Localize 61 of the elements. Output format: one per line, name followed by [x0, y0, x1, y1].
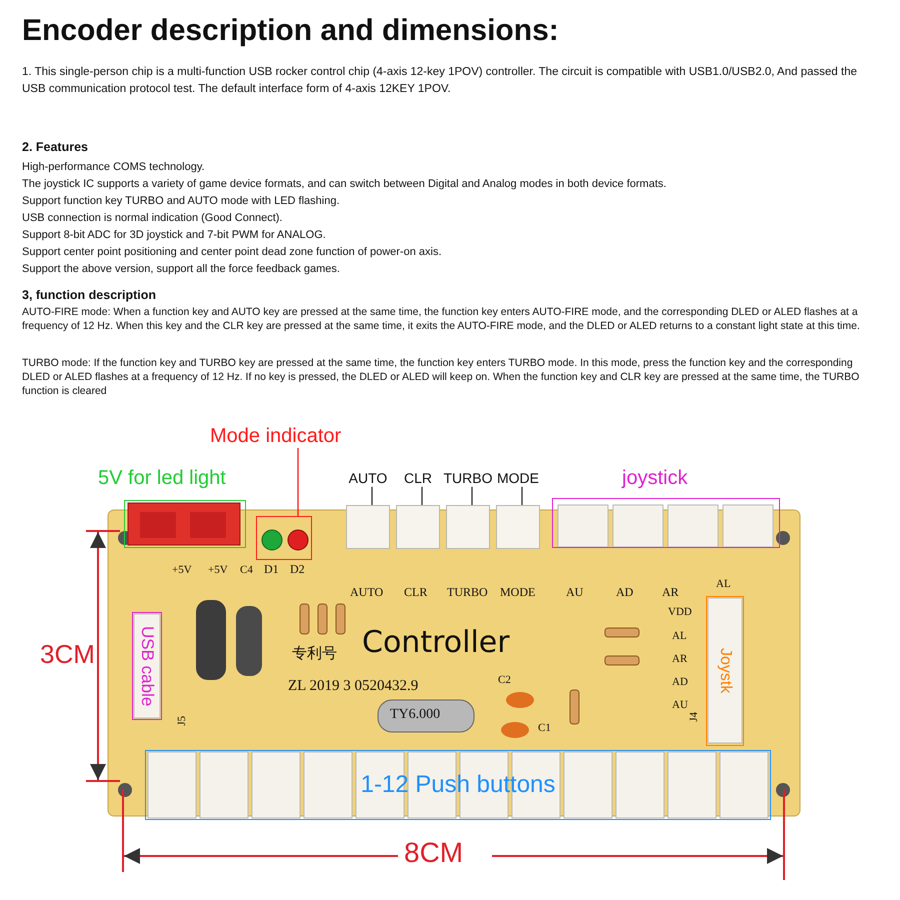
board-marking: AR	[672, 653, 688, 666]
annotation-label: AUTO	[343, 470, 393, 487]
board-marking: AL	[672, 630, 687, 642]
board-marking: +5V	[208, 564, 228, 576]
board-marking: AUTO	[350, 586, 384, 600]
connector	[346, 505, 390, 549]
board-marking: +5V	[172, 564, 192, 576]
page-title: Encoder description and dimensions:	[22, 14, 559, 48]
annotation-label: TURBO	[443, 470, 493, 487]
board-marking: AR	[662, 586, 679, 600]
leader-line	[371, 486, 373, 505]
dimension-label: 8CM	[404, 838, 464, 869]
board-marking: AD	[616, 586, 634, 600]
board-marking: 专利号	[292, 646, 337, 662]
board-marking: C2	[498, 674, 511, 686]
annotation-label: CLR	[393, 470, 443, 487]
highlight-frame	[256, 516, 312, 560]
board-marking: MODE	[500, 586, 536, 600]
paragraph: 1. This single-person chip is a multi-function USB rocker control chip (4-axis 12-key 1POV) controller. The circuit is compatible with USB1.0/USB2.0, And passed the USB communication protocol test. The default interface form of 4-axis 12KEY 1POV.	[22, 65, 858, 97]
feature-item: USB connection is normal indication (Good Connect).	[22, 211, 282, 226]
annotation-label: 5V for led light	[98, 466, 226, 490]
annotation-label: MODE	[493, 470, 543, 487]
paragraph: AUTO-FIRE mode: When a function key and AUTO key are pressed at the same time, the function key enters AUTO-FIRE mode, and the corresponding DLED or ALED flashes at a frequency of 12 Hz. When this key and the CLR key are pressed at the same time, it exits the AUTO-FIRE mode, and the DLED or ALED returns to a constant light state at this time.	[22, 305, 861, 334]
labeled-frame: 1-12 Push buttons	[145, 750, 771, 820]
feature-item: High-performance COMS technology.	[22, 160, 205, 175]
board-marking: AU	[672, 699, 688, 712]
leader-line	[521, 486, 523, 505]
leader-line	[421, 486, 423, 505]
labeled-frame: USB cable	[132, 612, 162, 720]
board-marking: TURBO	[447, 586, 488, 600]
annotation-label: joystick	[622, 466, 688, 490]
connector	[496, 505, 540, 549]
connector	[396, 505, 440, 549]
board-marking: J4	[688, 712, 700, 722]
board-marking: AU	[566, 586, 584, 600]
feature-item: Support 8-bit ADC for 3D joystick and 7-bit PWM for ANALOG.	[22, 228, 326, 243]
board-marking: Controller	[362, 626, 510, 659]
board-marking: VDD	[668, 606, 692, 618]
board-marking: AL	[716, 578, 731, 590]
board-marking: C1	[538, 722, 551, 734]
board-marking: CLR	[404, 586, 428, 600]
section-heading: 3, function description	[22, 287, 156, 304]
feature-item: The joystick IC supports a variety of game device formats, and can switch between Digital and Analog modes in both device formats.	[22, 177, 666, 192]
section-heading: 2. Features	[22, 139, 88, 156]
annotation-label: Mode indicator	[210, 424, 378, 448]
leader-line	[297, 448, 299, 516]
leader-line	[471, 486, 473, 505]
feature-item: Support function key TURBO and AUTO mode with LED flashing.	[22, 194, 340, 209]
board-marking: TY6.000	[390, 707, 440, 722]
paragraph: TURBO mode: If the function key and TURBO key are pressed at the same time, the function key enters TURBO mode. In this mode, press the function key and the corresponding DLED or ALED flashes at a frequency of 12 Hz. If no key is pressed, the DLED or ALED will keep on. When the function key and CLR key are pressed at the same time, the TURBO function is cleared	[22, 356, 860, 399]
feature-item: Support center point positioning and center point dead zone function of power-on axis.	[22, 245, 442, 260]
board-marking: AD	[672, 676, 688, 688]
board-marking: C4	[240, 564, 253, 576]
board-marking: J5	[176, 716, 188, 726]
labeled-frame: Joystk	[706, 596, 744, 746]
connector	[446, 505, 490, 549]
board-marking: D1	[264, 563, 279, 576]
board-marking: D2	[290, 563, 305, 576]
board-marking: ZL 2019 3 0520432.9	[288, 678, 418, 694]
dimension-label: 3CM	[40, 640, 95, 669]
feature-item: Support the above version, support all the force feedback games.	[22, 262, 340, 277]
